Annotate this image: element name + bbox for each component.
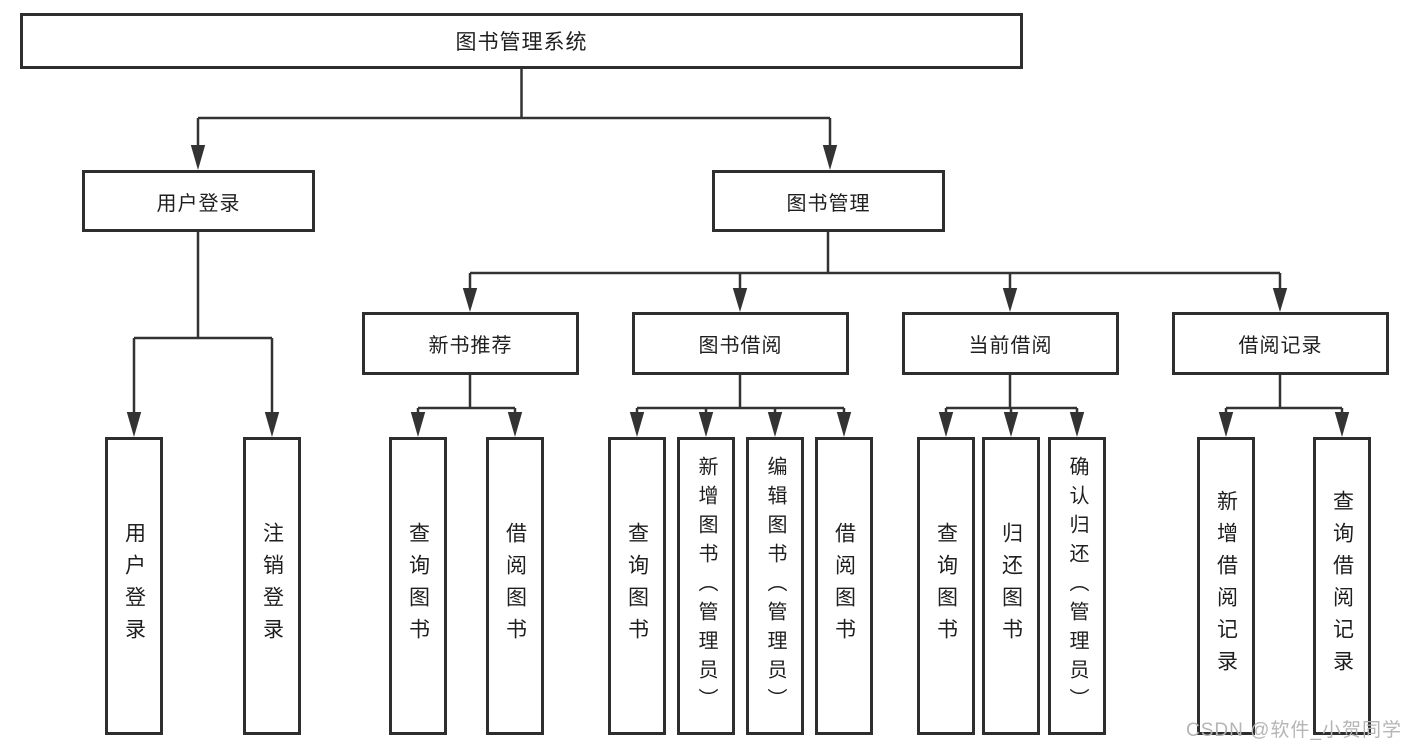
node-root-system: 图书管理系统 bbox=[20, 13, 1023, 69]
leaf-borrow-edit-book-admin: 编辑图书（管理员） bbox=[746, 437, 804, 735]
leaf-borrow-query-book: 查询图书 bbox=[608, 437, 666, 735]
leaf-current-return-book: 归还图书 bbox=[982, 437, 1040, 735]
leaf-records-add-record: 新增借阅记录 bbox=[1197, 437, 1255, 735]
leaf-newbooks-query-book: 查询图书 bbox=[389, 437, 447, 735]
leaf-current-query-book: 查询图书 bbox=[917, 437, 975, 735]
leaf-current-confirm-return-admin: 确认归还（管理员） bbox=[1048, 437, 1106, 735]
node-user-login: 用户登录 bbox=[82, 170, 315, 232]
node-book-borrow: 图书借阅 bbox=[632, 312, 849, 375]
leaf-records-query-record: 查询借阅记录 bbox=[1313, 437, 1371, 735]
leaf-borrow-add-book-admin: 新增图书（管理员） bbox=[677, 437, 735, 735]
node-new-book-recommend: 新书推荐 bbox=[362, 312, 579, 375]
csdn-watermark: CSDN @软件_小贺同学 bbox=[1186, 720, 1402, 741]
leaf-logout: 注销登录 bbox=[243, 437, 301, 735]
node-current-borrow: 当前借阅 bbox=[902, 312, 1119, 375]
node-borrow-records: 借阅记录 bbox=[1172, 312, 1389, 375]
leaf-borrow-borrow-book: 借阅图书 bbox=[815, 437, 873, 735]
leaf-user-login: 用户登录 bbox=[105, 437, 163, 735]
node-book-management: 图书管理 bbox=[712, 170, 945, 232]
leaf-newbooks-borrow-book: 借阅图书 bbox=[486, 437, 544, 735]
